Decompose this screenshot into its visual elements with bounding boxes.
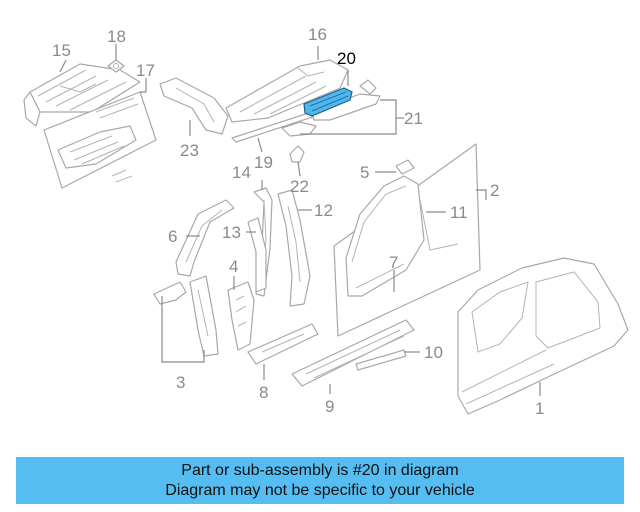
callout-6: 6: [168, 227, 177, 246]
part-13-hinge-reinforcement: [247, 217, 267, 293]
callout-13: 13: [222, 223, 241, 242]
banner-line-2: Diagram may not be specific to your vehi…: [165, 481, 475, 499]
callout-14: 14: [232, 163, 251, 182]
callout-11: 11: [450, 203, 468, 222]
part-17-rear-floor: [43, 91, 157, 189]
callout-19: 19: [254, 153, 273, 172]
part-4-pillar-bracket: [227, 281, 255, 351]
callout-23: 23: [180, 141, 199, 160]
callout-17: 17: [136, 61, 155, 80]
part-8-rocker-reinforcement: [247, 323, 319, 365]
part-21-sill-reinforcement: [281, 79, 381, 137]
part-22-bracket: [289, 145, 305, 163]
part-3-pillar-lower: [153, 275, 219, 357]
callout-12: 12: [314, 201, 333, 220]
part-12-center-pillar: [277, 189, 311, 307]
callout-4: 4: [229, 257, 238, 276]
callout-8: 8: [259, 383, 268, 402]
part-2-side-panel: [333, 143, 481, 337]
callout-5: 5: [360, 163, 369, 182]
part-10-sill-strip: [355, 349, 407, 371]
callout-15: 15: [52, 41, 71, 60]
callout-21: 21: [404, 109, 423, 128]
callout-22: 22: [290, 177, 309, 196]
callout-7: 7: [389, 253, 398, 272]
part-23-brace: [159, 77, 229, 135]
part-1-body-side: [457, 257, 629, 415]
part-20-highlighted: [303, 87, 353, 117]
callout-9: 9: [325, 397, 334, 416]
callout-3: 3: [176, 373, 185, 392]
part-18-clip: [107, 59, 125, 73]
callout-10: 10: [424, 343, 443, 362]
callout-20: 20: [337, 49, 356, 68]
banner-line-1: Part or sub-assembly is #20 in diagram: [181, 461, 459, 479]
part-5-roof-bracket: [395, 159, 415, 175]
callout-16: 16: [308, 25, 327, 44]
leader-lines: [59, 44, 541, 396]
callout-18: 18: [107, 27, 126, 46]
part-9-rocker: [291, 319, 415, 387]
part-15-floor-pan: [23, 63, 141, 127]
info-banner: Part or sub-assembly is #20 in diagram D…: [16, 457, 624, 504]
part-16-floor-panel: [225, 59, 349, 123]
callout-1: 1: [535, 399, 544, 418]
part-6-apron: [175, 199, 235, 277]
callout-2: 2: [490, 181, 499, 200]
